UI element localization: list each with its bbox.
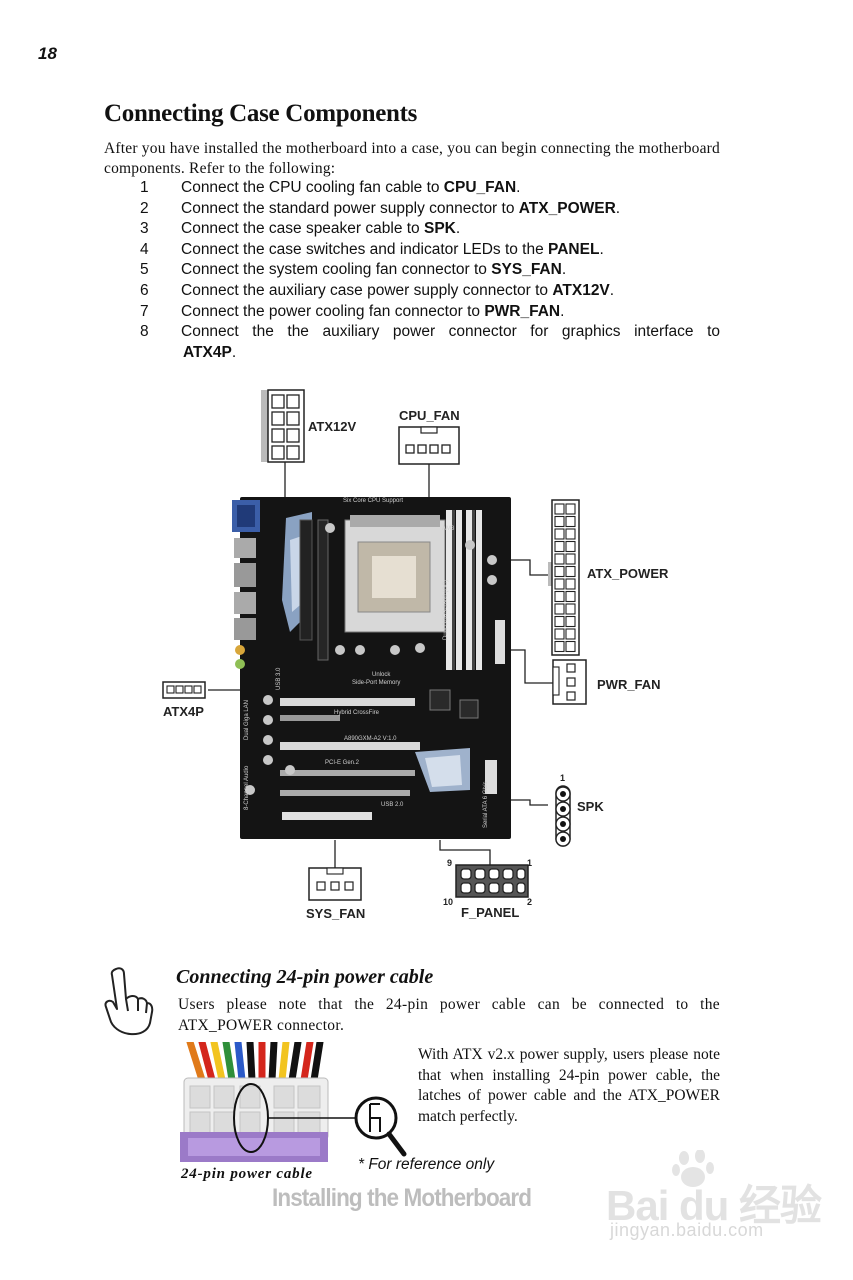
cable-caption: 24-pin power cable [181, 1166, 313, 1183]
atx-power-pin [555, 617, 564, 627]
board-text-hybrid: Hybrid CrossFire [334, 710, 380, 716]
atx-power-pin [566, 567, 575, 577]
label-cpu-fan: CPU_FAN [399, 408, 460, 423]
label-pwr-fan: PWR_FAN [597, 677, 661, 692]
label-f-panel: F_PANEL [461, 905, 519, 920]
pwr-fan-connector [553, 660, 586, 704]
spk-connector [556, 786, 570, 846]
atx-power-pin [555, 579, 564, 589]
board-text-side-port: Side-Port Memory [352, 680, 400, 686]
label-sys-fan: SYS_FAN [306, 906, 365, 921]
label-fp-pin10: 10 [443, 897, 453, 907]
motherboard-diagram: Six Core CPU Support Unlock Side-Port Me… [0, 380, 853, 940]
atx-power-pin [555, 542, 564, 552]
atx4p-connector [163, 682, 205, 698]
label-spk-pin1: 1 [560, 773, 565, 783]
cpu-fan-connector [399, 427, 459, 464]
atx-power-pin [555, 529, 564, 539]
board-text-lan: Dual Giga LAN [244, 700, 250, 740]
atx-power-pin [555, 592, 564, 602]
board-text-cpu-support: Six Core CPU Support [343, 498, 403, 504]
page-number: 18 [38, 44, 57, 64]
label-atx-power: ATX_POWER [587, 566, 669, 581]
label-fp-pin1: 1 [527, 858, 532, 868]
atx12v-connector [261, 390, 304, 462]
board-text-usb20: USB 2.0 [381, 802, 404, 808]
power-cable-photo [180, 1042, 415, 1164]
atx-power-pin [566, 629, 575, 639]
watermark-url: jingyan.baidu.com [610, 1220, 764, 1241]
atx-power-pin [566, 592, 575, 602]
atx-power-pin [555, 504, 564, 514]
sys-fan-connector [309, 868, 361, 900]
board-text-ddr: Dual DDR3-1800 (OC) [443, 580, 449, 640]
board-text-unlock: Unlock [372, 672, 391, 678]
section-title: Connecting Case Components [104, 100, 417, 128]
label-atx4p: ATX4P [163, 704, 204, 719]
atx-power-pin [566, 554, 575, 564]
board-text-pcie: PCI-E Gen.2 [325, 760, 360, 766]
atx-power-pin [566, 517, 575, 527]
atx-power-pin [566, 604, 575, 614]
board-text-sata: Serial ATA 6 Gb/s [483, 782, 489, 828]
label-atx12v: ATX12V [308, 419, 356, 434]
atx-power-pin [555, 642, 564, 652]
footer-chapter: Installing the Motherboard [272, 1184, 531, 1213]
board-text-audio: 8-Channel Audio [244, 765, 250, 810]
atx-power-pin [566, 617, 575, 627]
atx-power-pin [566, 529, 575, 539]
label-fp-pin9: 9 [447, 858, 452, 868]
note-side-text: With ATX v2.x power supply, users please… [418, 1045, 720, 1128]
note-title: Connecting 24-pin power cable [176, 966, 433, 989]
atx-power-pin [555, 517, 564, 527]
motherboard: Six Core CPU Support Unlock Side-Port Me… [232, 497, 511, 839]
f-panel-connector [456, 865, 528, 897]
board-text-model: A890GXM-A2 V:1.0 [344, 736, 397, 742]
step-8-continued: ATX4P. [140, 343, 720, 364]
atx-power-pin [555, 554, 564, 564]
label-fp-pin2: 2 [527, 897, 532, 907]
atx-power-pin [566, 642, 575, 652]
board-text-usb30: USB 3.0 [276, 667, 282, 690]
atx-power-pin [555, 567, 564, 577]
atx-power-pin [566, 579, 575, 589]
board-text-am3: AM3 [442, 526, 455, 532]
atx-power-pin [555, 629, 564, 639]
atx-power-connector [548, 500, 579, 655]
pointing-hand-icon [100, 965, 156, 1037]
note-body: Users please note that the 24-pin power … [178, 994, 720, 1036]
atx-power-pin [566, 542, 575, 552]
atx-power-pin [555, 604, 564, 614]
intro-paragraph: After you have installed the motherboard… [104, 139, 720, 179]
atx-power-pin [566, 504, 575, 514]
reference-note: * For reference only [358, 1156, 494, 1174]
label-spk: SPK [577, 799, 604, 814]
